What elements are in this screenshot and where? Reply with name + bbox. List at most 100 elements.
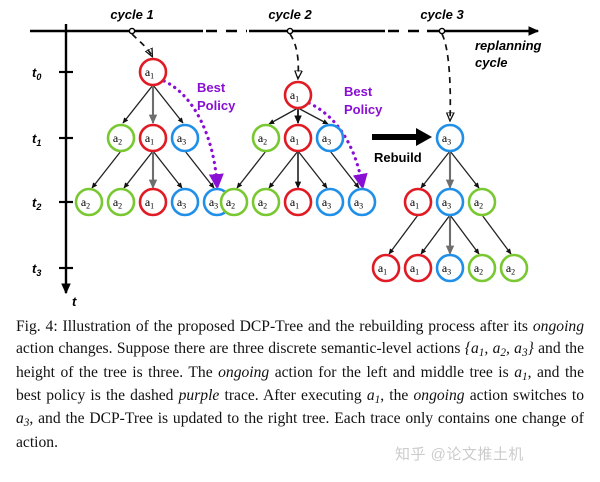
node-label: a3 <box>322 195 331 211</box>
caption-em-ongoing-1: ongoing <box>532 318 584 335</box>
tree-node-a3[interactable]: a3 <box>315 187 345 217</box>
tree-node-a3[interactable]: a3 <box>170 123 200 153</box>
node-label: a2 <box>258 195 267 211</box>
tree-node-a1[interactable]: a1 <box>138 123 168 153</box>
node-circle <box>138 187 168 217</box>
node-label: a3 <box>442 261 451 277</box>
node-circle <box>371 253 401 283</box>
node-label: a1 <box>410 195 419 211</box>
node-circle <box>138 123 168 153</box>
node-circle <box>467 187 497 217</box>
tree-node-a1[interactable]: a1 <box>403 253 433 283</box>
node-label: a1 <box>145 195 154 211</box>
node-label: a2 <box>506 261 515 277</box>
tree-node-a1[interactable]: a1 <box>138 57 168 87</box>
tree-node-a2[interactable]: a2 <box>74 187 104 217</box>
node-label: a2 <box>474 261 483 277</box>
best-policy-label-left-line2: Policy <box>197 98 236 113</box>
node-circle <box>283 187 313 217</box>
node-circle <box>74 187 104 217</box>
tree-node-a1[interactable]: a1 <box>371 253 401 283</box>
caption-part8: action switches to <box>464 387 585 405</box>
node-label: a3 <box>354 195 363 211</box>
node-circle <box>403 253 433 283</box>
tree-node-a2[interactable]: a2 <box>467 253 497 283</box>
tree-node-a1[interactable]: a1 <box>283 123 313 153</box>
caption-figure-number: Fig. 4: <box>16 318 58 335</box>
node-circle <box>499 253 529 283</box>
cycle-label-2: cycle 2 <box>268 7 312 22</box>
caption-part3: and the height of the tree is three. The <box>16 340 584 381</box>
node-circle <box>106 187 136 217</box>
cycle3-to-root-connector <box>441 33 450 120</box>
node-circle <box>315 123 345 153</box>
node-label: a2 <box>226 195 235 211</box>
caption-em-ongoing-3: ongoing <box>413 387 465 405</box>
caption-part1: Illustration of the proposed DCP-Tree an… <box>57 318 533 335</box>
node-label: a1 <box>290 131 299 147</box>
caption-action-a1: a1 <box>514 363 528 383</box>
caption-action-a3: a3 <box>16 410 30 430</box>
node-label: a2 <box>113 195 122 211</box>
cycle1-to-root-connector <box>131 33 152 56</box>
tree-node-a3[interactable]: a3 <box>435 253 465 283</box>
right-tree-edges <box>388 150 512 256</box>
edge <box>123 150 154 189</box>
best-policy-trace-left <box>162 79 224 190</box>
tree-node-a1[interactable]: a1 <box>283 80 313 110</box>
tree-node-a2[interactable]: a2 <box>219 187 249 217</box>
node-label: a1 <box>290 195 299 211</box>
left-tree-edges <box>91 84 215 190</box>
cycle-marker-dot <box>438 27 446 35</box>
caption-part9: , and the DCP-Tree is updated to the rig… <box>16 410 584 451</box>
node-label: a2 <box>81 195 90 211</box>
time-tick-label-1: t1 <box>32 131 41 148</box>
node-circle <box>170 187 200 217</box>
node-circle <box>106 123 136 153</box>
tree-node-a3[interactable]: a3 <box>315 123 345 153</box>
tree-node-a3[interactable]: a3 <box>170 187 200 217</box>
tree-node-a1[interactable]: a1 <box>283 187 313 217</box>
timeline-axes <box>30 24 540 295</box>
tree-node-a3[interactable]: a3 <box>435 123 465 153</box>
node-label: a2 <box>258 131 267 147</box>
best-policy-label-left-line1: Best <box>197 80 226 95</box>
tree-node-a2[interactable]: a2 <box>106 123 136 153</box>
time-axis-label: t <box>72 294 77 309</box>
tree-node-a2[interactable]: a2 <box>251 187 281 217</box>
tree-node-a1[interactable]: a1 <box>403 187 433 217</box>
cycle2-to-root-connector <box>289 33 298 78</box>
node-label: a1 <box>145 131 154 147</box>
tree-node-a2[interactable]: a2 <box>467 187 497 217</box>
node-circle <box>467 253 497 283</box>
tree-node-a2[interactable]: a2 <box>499 253 529 283</box>
edge <box>236 150 267 189</box>
node-label: a1 <box>145 65 154 81</box>
edge <box>268 107 299 125</box>
edge <box>388 214 419 255</box>
tree-node-a2[interactable]: a2 <box>106 187 136 217</box>
edge <box>481 214 512 255</box>
tree-node-a1[interactable]: a1 <box>138 187 168 217</box>
node-label: a1 <box>290 88 299 104</box>
edge <box>420 214 451 255</box>
caption-part5: , and the best policy is the dashed <box>16 363 584 405</box>
caption-part2: action changes. Suppose there are three … <box>16 340 465 358</box>
edge <box>91 150 122 189</box>
tree-node-a2[interactable]: a2 <box>251 123 281 153</box>
tree-node-a3[interactable]: a3 <box>435 187 465 217</box>
caption-em-ongoing-2: ongoing <box>218 363 270 381</box>
time-tick-label-0: t0 <box>32 65 41 82</box>
time-tick-label-3: t3 <box>32 261 41 278</box>
tree-node-a3[interactable]: a3 <box>347 187 377 217</box>
rebuild-arrow-head <box>416 128 432 146</box>
node-circle <box>283 123 313 153</box>
edge <box>152 84 184 124</box>
edge <box>449 150 480 189</box>
best-policy-trace-middle <box>307 101 368 190</box>
